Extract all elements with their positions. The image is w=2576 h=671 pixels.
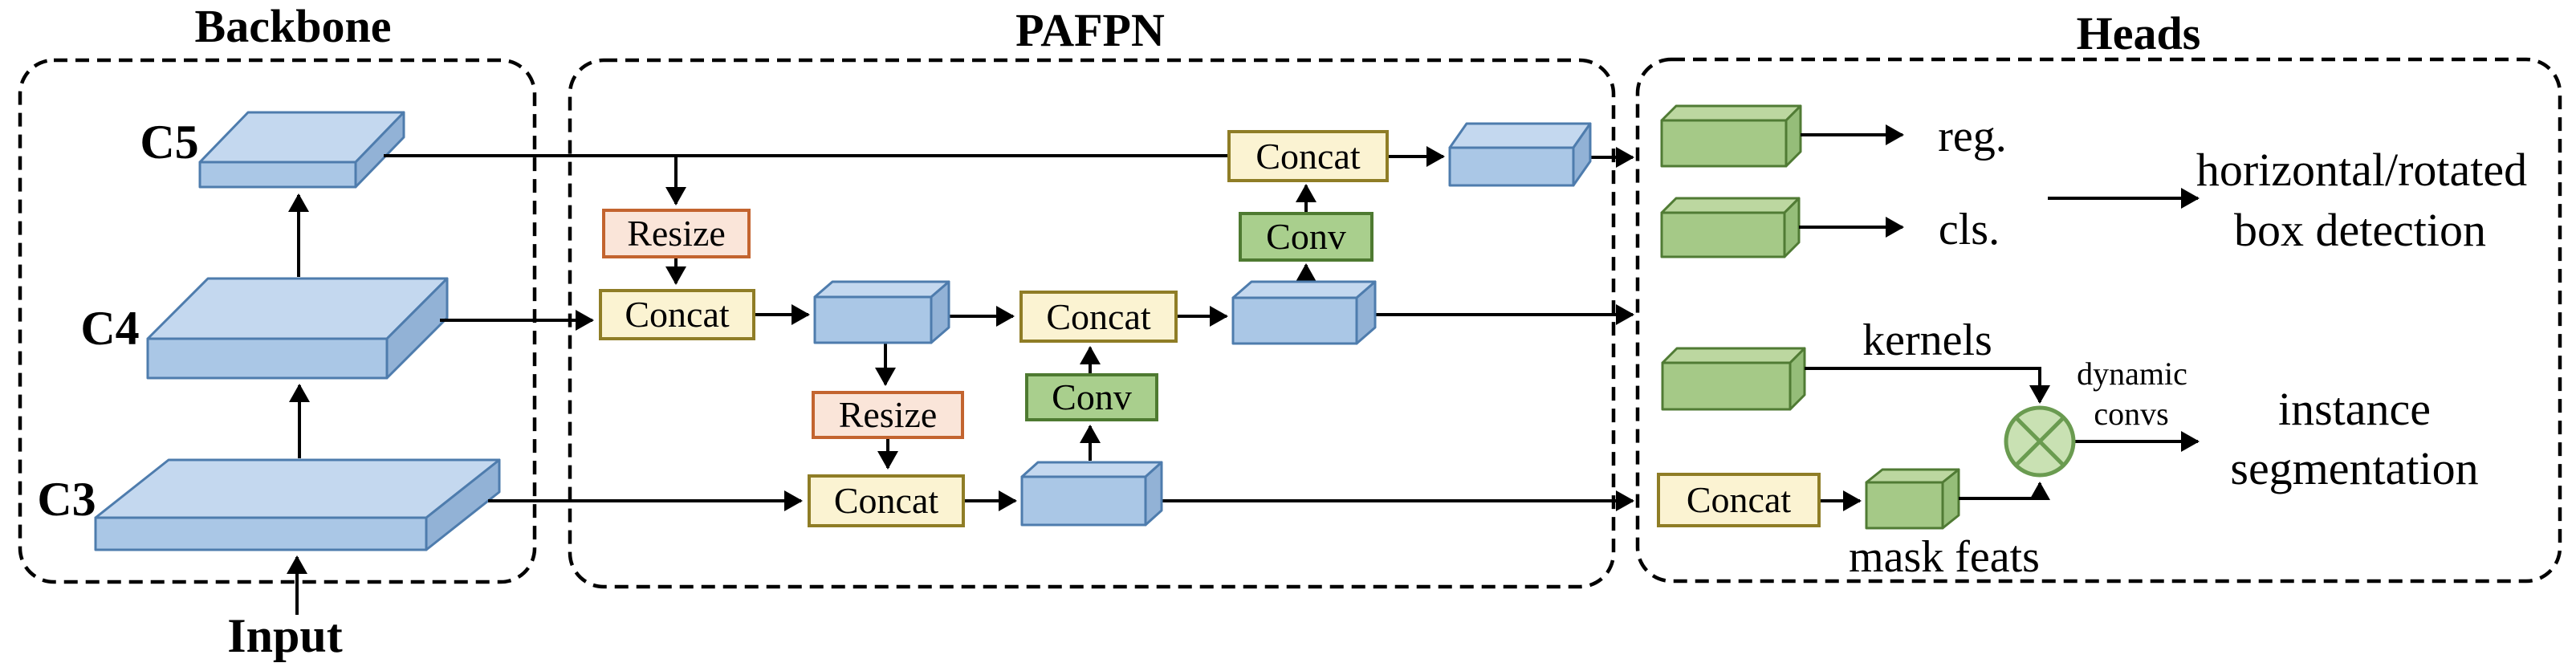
- pafpn-conv-n3-box: Conv: [1025, 373, 1158, 421]
- input-label: Input: [227, 609, 343, 662]
- kernels-label: kernels: [1862, 315, 1992, 365]
- elementwise-multiply-icon: [2004, 405, 2076, 478]
- instance-seg-label-line1: instance: [2277, 383, 2432, 435]
- pafpn-n5-feature-box: [1448, 122, 1592, 187]
- pafpn-section-title: PAFPN: [1015, 4, 1165, 56]
- dynamic-convs-label-line2: convs: [2094, 396, 2169, 432]
- pafpn-concat-p4-box: Concat: [599, 289, 755, 340]
- c4-label: C4: [80, 302, 140, 355]
- backbone-section-title: Backbone: [194, 0, 392, 52]
- box-detection-label-line1: horizontal/rotated: [2196, 144, 2528, 196]
- pafpn-concat-n4-box: Concat: [1019, 291, 1178, 343]
- heads-concat-box: Concat: [1657, 473, 1821, 527]
- reg-head-slab: [1660, 104, 1802, 168]
- heads-section-title: Heads: [2076, 7, 2201, 59]
- arrow-maskfeats-to-multiply: [1959, 482, 2050, 500]
- arrow-kernels-to-multiply: [1805, 367, 2050, 404]
- heads-section-border: [1635, 57, 2562, 584]
- pafpn-resize-c5-box: Resize: [602, 209, 751, 258]
- cls-head-slab: [1660, 197, 1801, 258]
- pafpn-conv-n4-box: Conv: [1239, 212, 1373, 262]
- pafpn-concat-n5-box: Concat: [1227, 130, 1389, 182]
- c5-label: C5: [140, 116, 199, 169]
- kernels-head-slab: [1661, 347, 1806, 411]
- box-detection-label-line2: box detection: [2233, 204, 2487, 256]
- reg-output-label: reg.: [1938, 112, 2007, 161]
- cls-output-label: cls.: [1938, 205, 2000, 254]
- dynamic-convs-label-line1: dynamic: [2077, 356, 2187, 392]
- c5-feature-map-slab: [198, 111, 405, 189]
- c3-feature-map-slab: [94, 458, 501, 551]
- pafpn-resize-p4-box: Resize: [812, 391, 964, 439]
- pafpn-section-border: [568, 58, 1616, 589]
- pafpn-concat-p3-box: Concat: [808, 474, 965, 527]
- mask-feats-cube: [1865, 468, 1960, 530]
- pafpn-p4-feature-box: [813, 280, 950, 344]
- mask-feats-label: mask feats: [1849, 532, 2040, 582]
- instance-seg-label-line2: segmentation: [2230, 442, 2479, 494]
- pafpn-n4-feature-box: [1231, 280, 1377, 345]
- pafpn-n3-feature-box: [1020, 461, 1163, 527]
- c4-feature-map-slab: [146, 277, 449, 380]
- c3-label: C3: [37, 473, 96, 526]
